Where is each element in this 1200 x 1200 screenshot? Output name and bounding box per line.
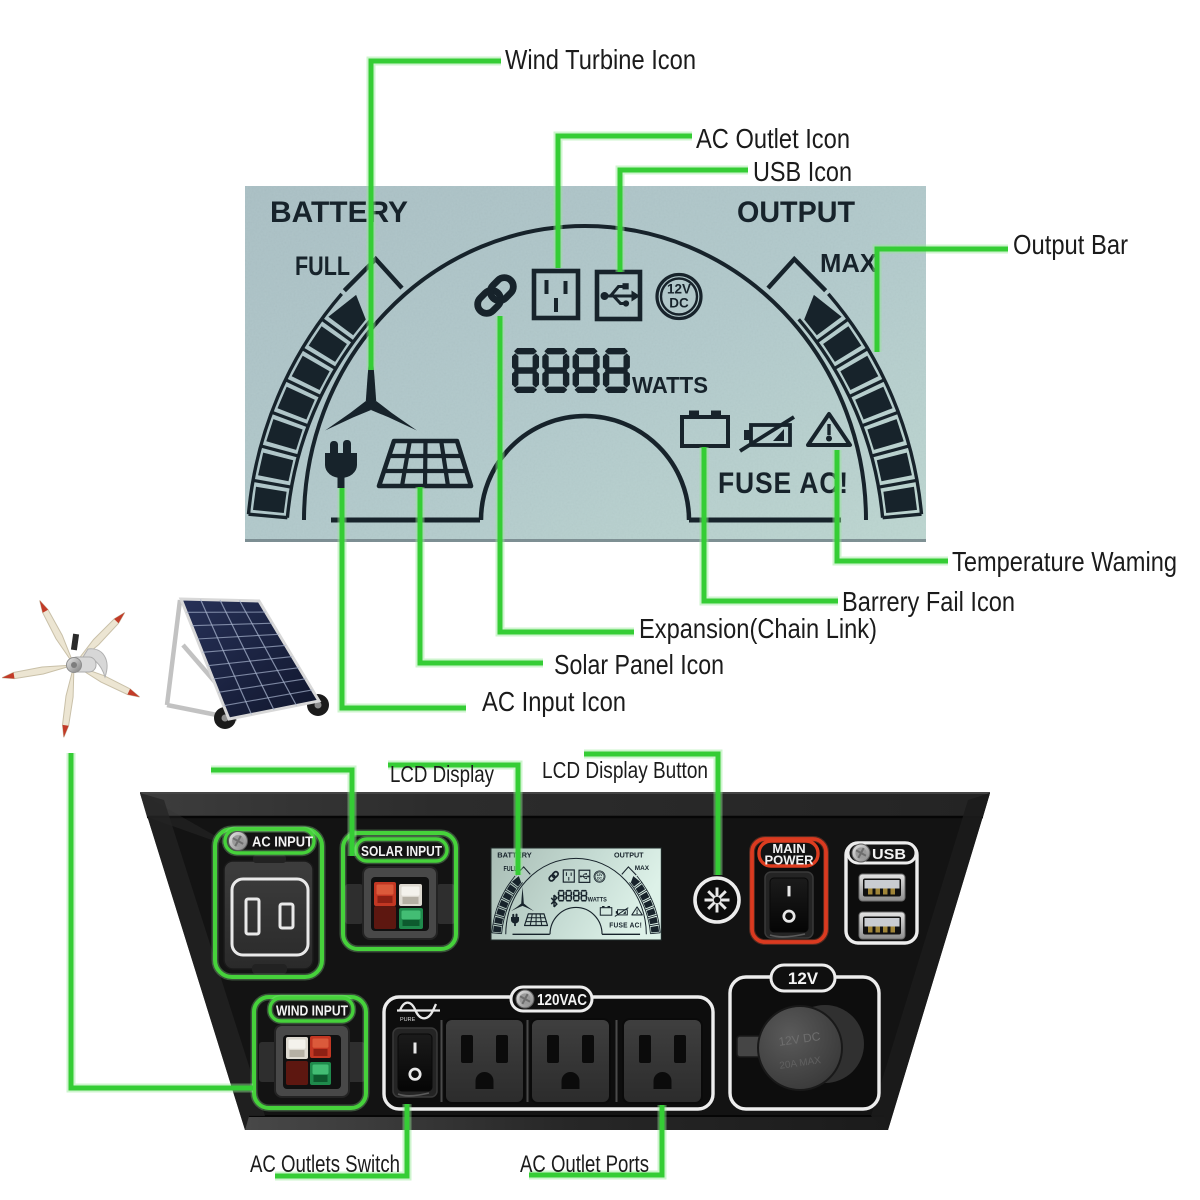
svg-text:SOLAR INPUT: SOLAR INPUT xyxy=(361,843,442,860)
svg-text:BATTERY: BATTERY xyxy=(270,196,408,229)
svg-text:12V: 12V xyxy=(788,969,819,988)
svg-text:OUTPUT: OUTPUT xyxy=(737,196,855,229)
svg-text:DC: DC xyxy=(669,296,689,311)
svg-text:Wind Turbine Icon: Wind Turbine Icon xyxy=(505,44,696,75)
svg-text:WATTS: WATTS xyxy=(632,372,708,398)
svg-text:12V DC: 12V DC xyxy=(778,1029,822,1049)
svg-text:Solar Panel Icon: Solar Panel Icon xyxy=(554,649,724,680)
svg-text:Barrery Fail Icon: Barrery Fail Icon xyxy=(842,586,1015,617)
svg-text:12V: 12V xyxy=(667,282,691,297)
svg-text:FULL: FULL xyxy=(295,251,350,281)
svg-text:WIND INPUT: WIND INPUT xyxy=(276,1003,348,1020)
svg-text:PURE: PURE xyxy=(400,1017,416,1023)
svg-text:USB Icon: USB Icon xyxy=(753,156,852,187)
svg-text:AC Outlets Switch: AC Outlets Switch xyxy=(250,1151,400,1178)
svg-text:AC INPUT: AC INPUT xyxy=(252,835,313,851)
svg-text:USB: USB xyxy=(872,846,906,863)
svg-text:Expansion(Chain Link): Expansion(Chain Link) xyxy=(639,613,877,644)
svg-text:LCD Display: LCD Display xyxy=(390,761,494,787)
svg-text:Output Bar: Output Bar xyxy=(1013,229,1128,260)
svg-text:LCD Display Button: LCD Display Button xyxy=(542,757,708,783)
svg-text:FUSE AC!: FUSE AC! xyxy=(718,467,849,500)
svg-text:POWER: POWER xyxy=(764,853,814,868)
svg-text:120VAC: 120VAC xyxy=(537,992,587,1009)
svg-text:AC Outlet Ports: AC Outlet Ports xyxy=(520,1151,649,1178)
svg-text:AC Outlet Icon: AC Outlet Icon xyxy=(696,123,850,154)
svg-text:MAIN: MAIN xyxy=(772,841,805,856)
svg-text:MAX: MAX xyxy=(820,248,878,278)
svg-text:AC Input Icon: AC Input Icon xyxy=(482,686,626,717)
svg-text:Temperature Waming: Temperature Waming xyxy=(952,546,1177,577)
